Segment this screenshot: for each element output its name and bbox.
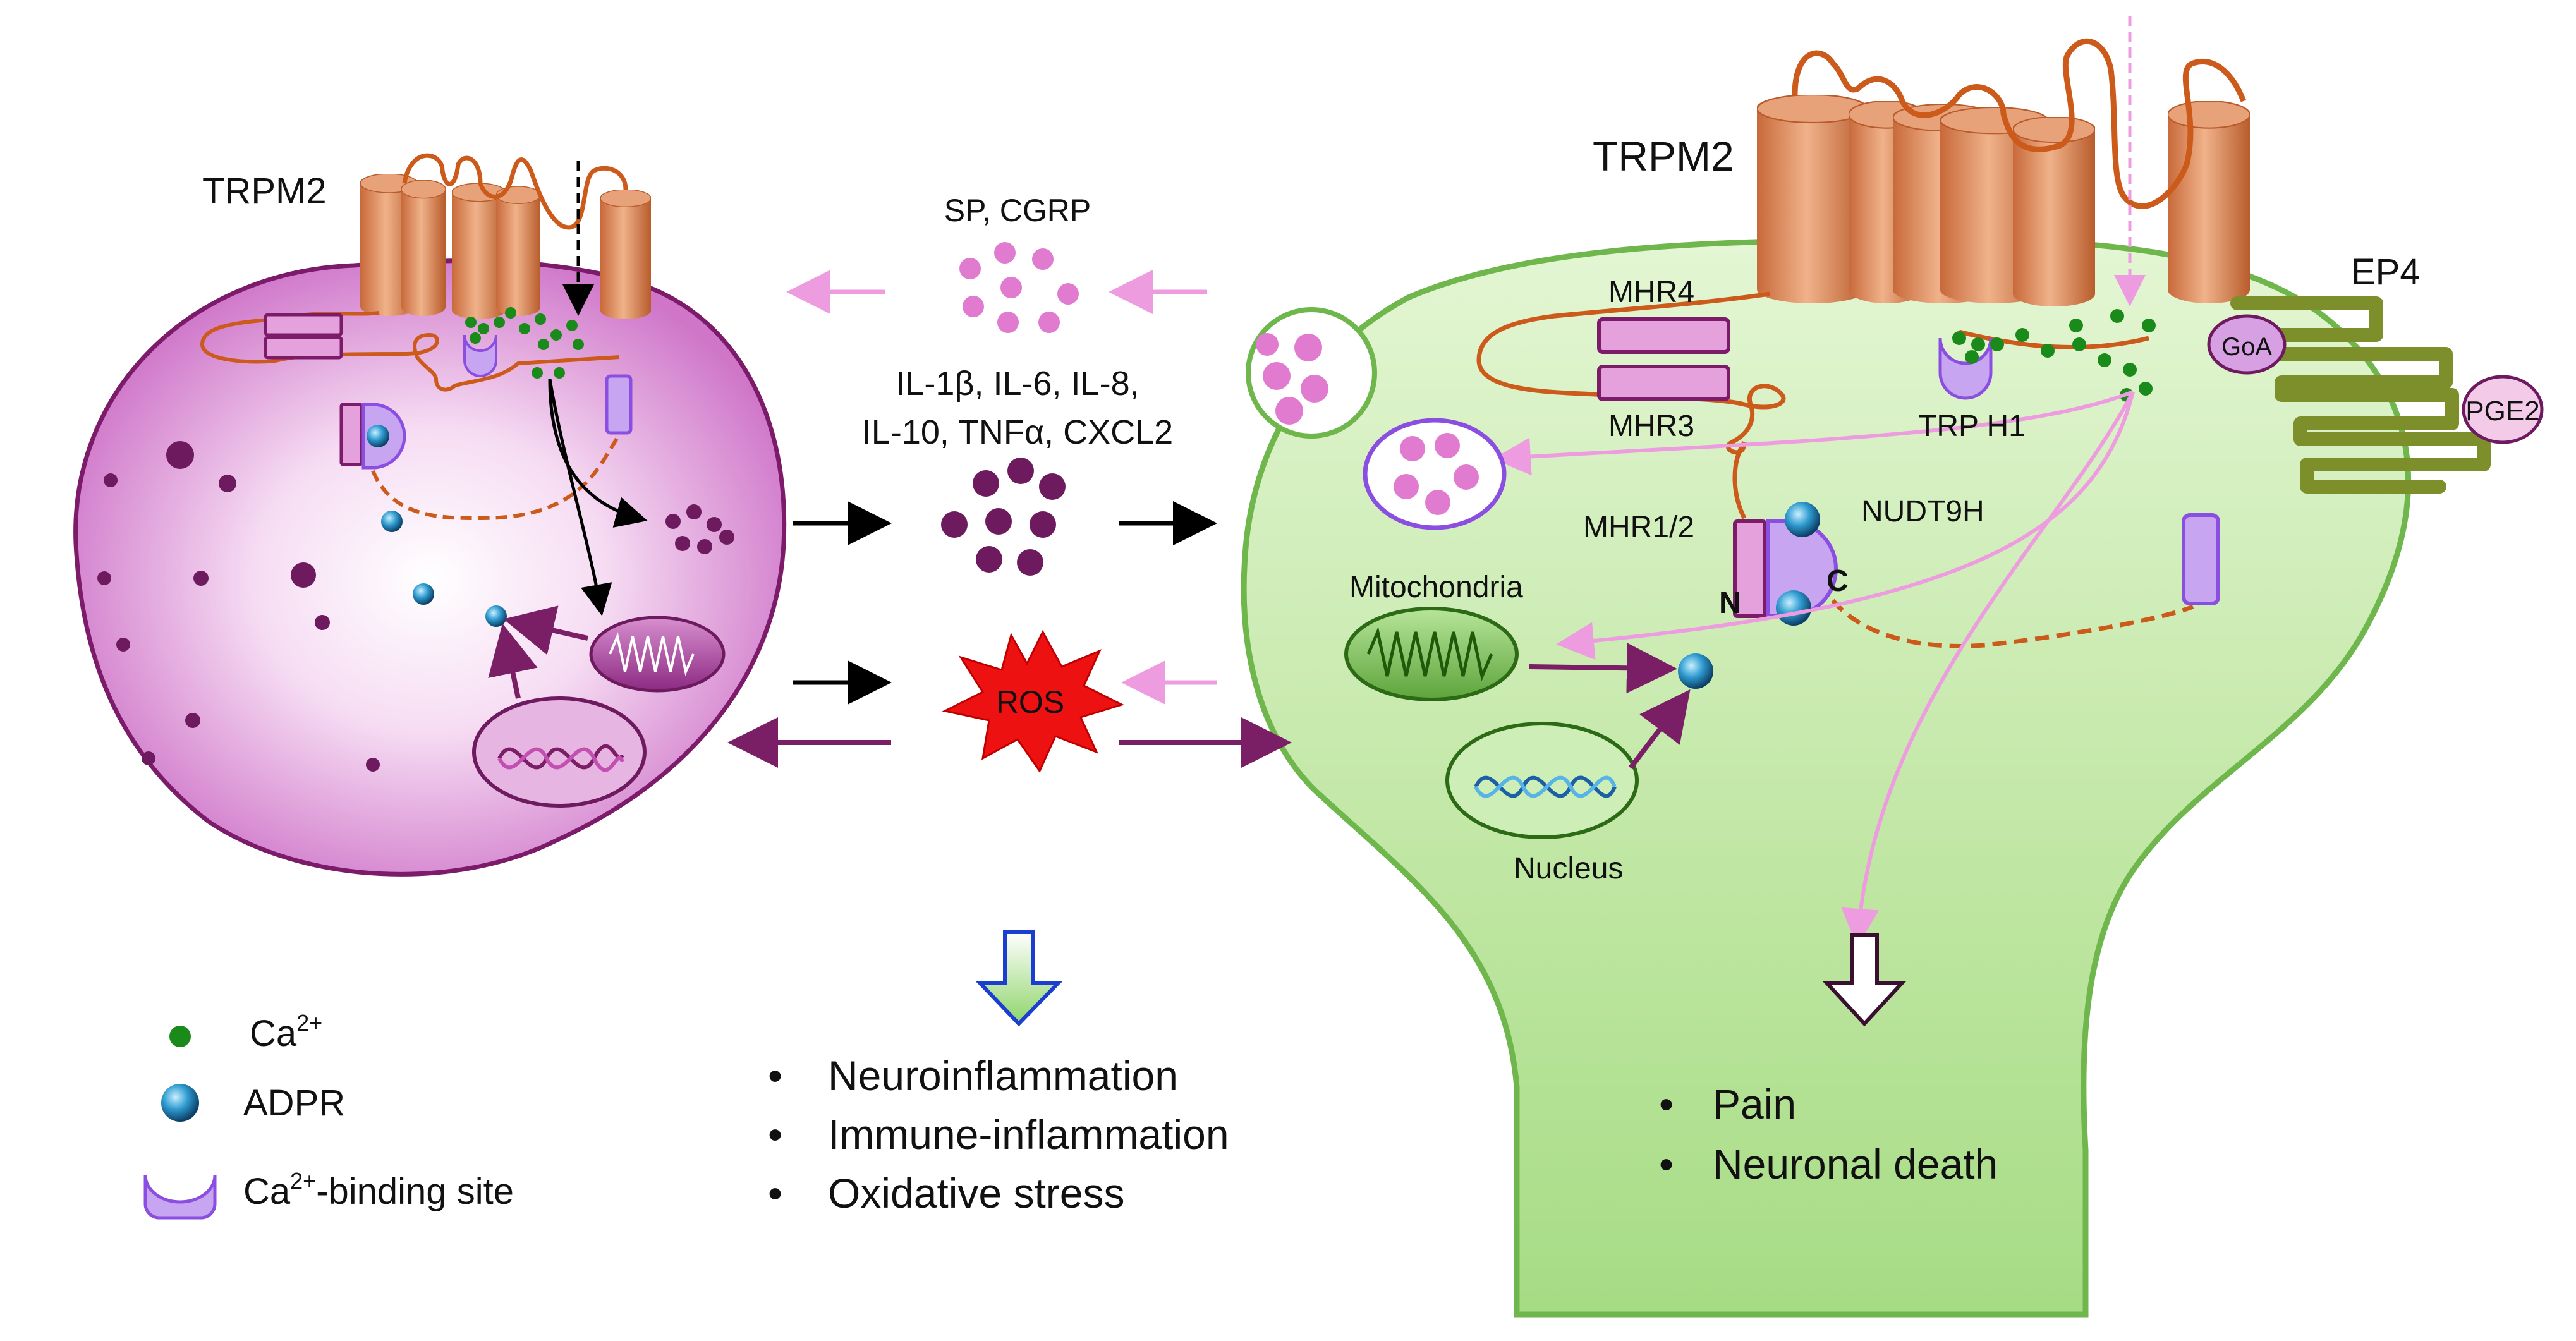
bullet: • bbox=[1659, 1081, 1674, 1127]
mitochondria-label: Mitochondria bbox=[1349, 571, 1523, 604]
mhr3-label: MHR3 bbox=[1608, 410, 1694, 443]
mhr4-domain bbox=[1597, 317, 1730, 354]
legend-calcium-swatch bbox=[169, 1026, 191, 1047]
mhr12-domain bbox=[1733, 519, 1767, 618]
ros-label: ROS bbox=[996, 684, 1064, 720]
mitochondria-right bbox=[1344, 607, 1519, 701]
cytokine-vesicles-left bbox=[665, 504, 734, 554]
adpr-n-term bbox=[1776, 590, 1811, 626]
trpm2-channel-right bbox=[1757, 38, 2250, 306]
goa-label: GoA bbox=[2221, 333, 2272, 361]
nucleus-left bbox=[472, 696, 647, 808]
ros-burst: ROS bbox=[942, 629, 1125, 774]
cytokine-label-line1: IL-1β, IL-6, IL-8, bbox=[896, 365, 1139, 403]
mhr4-label: MHR4 bbox=[1608, 276, 1694, 309]
cytokine-label-line2: IL-10, TNFα, CXCL2 bbox=[862, 413, 1173, 451]
trpm2-label-right: TRPM2 bbox=[1593, 133, 1734, 179]
inflammation-outcome-arrow bbox=[975, 930, 1064, 1027]
adpr-free-left-2 bbox=[413, 583, 434, 605]
neuropeptide-dots bbox=[959, 242, 1079, 333]
nucleus-right bbox=[1445, 722, 1639, 839]
ep4-receptor: GoA PGE2 EP4 bbox=[2207, 252, 2544, 494]
neuropeptide-vesicle-inside bbox=[1363, 418, 1507, 530]
adpr-bound-left bbox=[367, 425, 389, 447]
neuron-cell: GoA PGE2 EP4 TRPM2 MHR4 MHR3 TRP H1 MHR1… bbox=[1241, 16, 2544, 1318]
cytokine-dots bbox=[941, 458, 1066, 576]
n-terminus-label: N bbox=[1719, 586, 1741, 620]
outcome-immune-inflammation: Immune-inflammation bbox=[828, 1111, 1229, 1158]
calcium-binding-site-left bbox=[463, 334, 497, 377]
mhr12-label: MHR1/2 bbox=[1583, 511, 1694, 544]
trp-h1-label: TRP H1 bbox=[1918, 410, 2026, 443]
mhr3-domain bbox=[1597, 365, 1730, 401]
neuropeptide-label: SP, CGRP bbox=[944, 193, 1091, 228]
trp-h1-domain bbox=[2182, 513, 2220, 605]
adpr-free-right bbox=[1678, 653, 1713, 689]
legend-binding-site-label: Ca2+-binding site bbox=[243, 1168, 514, 1212]
trpm2-label-left: TRPM2 bbox=[202, 171, 327, 212]
trpm2-linker-left bbox=[200, 311, 620, 392]
legend: Ca2+ ADPR Ca2+-binding site bbox=[143, 1010, 514, 1220]
outcome-pain: Pain bbox=[1713, 1081, 1796, 1127]
exocytosis-vesicle bbox=[1246, 307, 1377, 439]
mitochondria-left bbox=[589, 616, 726, 693]
neuron-outcome-list: • Pain • Neuronal death bbox=[1659, 1081, 1998, 1187]
mhr12-domain-left bbox=[339, 403, 363, 466]
outcome-oxidative-stress: Oxidative stress bbox=[828, 1170, 1124, 1217]
legend-binding-site-swatch bbox=[143, 1175, 217, 1220]
pain-outcome-arrow bbox=[1822, 933, 1907, 1027]
nudt9h-label: NUDT9H bbox=[1861, 495, 1984, 528]
calcium-ions-left bbox=[465, 307, 584, 379]
bullet: • bbox=[768, 1111, 782, 1158]
adpr-free-left-1 bbox=[381, 511, 403, 532]
microglia-granules bbox=[97, 441, 380, 772]
microglia-membrane bbox=[73, 258, 787, 877]
legend-adpr-swatch bbox=[161, 1084, 199, 1122]
bullet: • bbox=[1659, 1141, 1674, 1187]
mediator-panel: SP, CGRP IL-1β, IL-6, IL-8, IL-10, TNFα,… bbox=[727, 193, 1292, 1217]
outcome-neuronal-death: Neuronal death bbox=[1713, 1141, 1998, 1187]
bullet: • bbox=[768, 1052, 782, 1099]
mhr-domain-left-2 bbox=[264, 336, 343, 360]
legend-calcium-label: Ca2+ bbox=[250, 1010, 322, 1054]
adpr-bound-right bbox=[1785, 502, 1820, 537]
nucleus-label: Nucleus bbox=[1514, 852, 1623, 885]
trp-h1-left bbox=[605, 374, 633, 435]
c-terminus-label: C bbox=[1826, 564, 1849, 598]
bullet: • bbox=[768, 1170, 782, 1217]
goa-protein bbox=[2207, 314, 2287, 375]
mhr-domain-left-1 bbox=[264, 313, 343, 337]
microglia-cell: TRPM2 bbox=[73, 153, 787, 877]
calcium-binding-site-right bbox=[1938, 337, 1993, 400]
ep4-label: EP4 bbox=[2351, 252, 2421, 293]
trpm2-channel-left bbox=[360, 153, 651, 319]
outcome-neuroinflammation: Neuroinflammation bbox=[828, 1052, 1178, 1099]
adpr-free-left-3 bbox=[485, 605, 507, 627]
pge2-label: PGE2 bbox=[2465, 396, 2539, 427]
legend-adpr-label: ADPR bbox=[243, 1083, 345, 1124]
inflammation-outcome-list: • Neuroinflammation • Immune-inflammatio… bbox=[768, 1052, 1229, 1217]
pge2-ligand bbox=[2462, 375, 2544, 444]
